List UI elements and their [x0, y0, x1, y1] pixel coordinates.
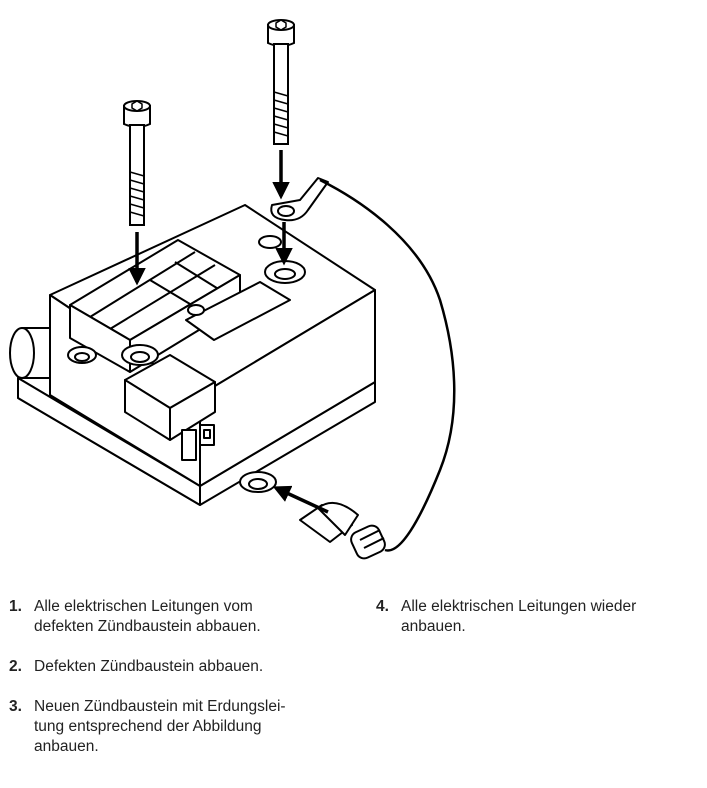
step-text-line: anbauen.: [34, 738, 99, 755]
step-3: 3. Neuen Zündbaustein mit Erdungslei- tu…: [9, 697, 339, 757]
step-text-line: anbauen.: [401, 618, 466, 635]
step-number: 1.: [9, 598, 22, 615]
steps-left-column: 1. Alle elektrischen Leitungen vom defek…: [9, 597, 339, 777]
side-cylinder: [9, 327, 56, 379]
step-4: 4. Alle elektrischen Leitungen wieder an…: [376, 597, 701, 637]
step-number: 4.: [376, 598, 389, 615]
step-text-line: tung entsprechend der Abbildung: [34, 718, 262, 735]
ground-ring-terminal: [270, 177, 329, 222]
ignition-module-illustration: [9, 19, 456, 560]
step-1: 1. Alle elektrischen Leitungen vom defek…: [9, 597, 339, 637]
step-text-line: Alle elektrischen Leitungen vom: [34, 598, 253, 615]
flat-plug-connector: [299, 501, 386, 560]
label-plate: [185, 281, 291, 341]
step-number: 3.: [9, 698, 22, 715]
step-2: 2. Defekten Zündbaustein abbauen.: [9, 657, 339, 677]
terminal-strip: [69, 239, 241, 373]
steps-right-column: 4. Alle elektrischen Leitungen wieder an…: [376, 597, 701, 657]
step-text-line: Defekten Zündbaustein abbauen.: [34, 658, 264, 675]
ground-wire: [319, 178, 456, 552]
step-text-line: defekten Zündbaustein abbauen.: [34, 618, 261, 635]
step-text-line: Neuen Zündbaustein mit Erdungslei-: [34, 698, 286, 715]
ground-hole: [239, 471, 277, 493]
screw-left: [123, 100, 151, 226]
mounting-holes: [67, 235, 306, 366]
screw-right: [267, 19, 295, 145]
step-text-line: Alle elektrischen Leitungen wieder: [401, 598, 637, 615]
step-number: 2.: [9, 658, 22, 675]
connector-block: [124, 354, 216, 461]
assembly-arrows: [128, 150, 329, 514]
